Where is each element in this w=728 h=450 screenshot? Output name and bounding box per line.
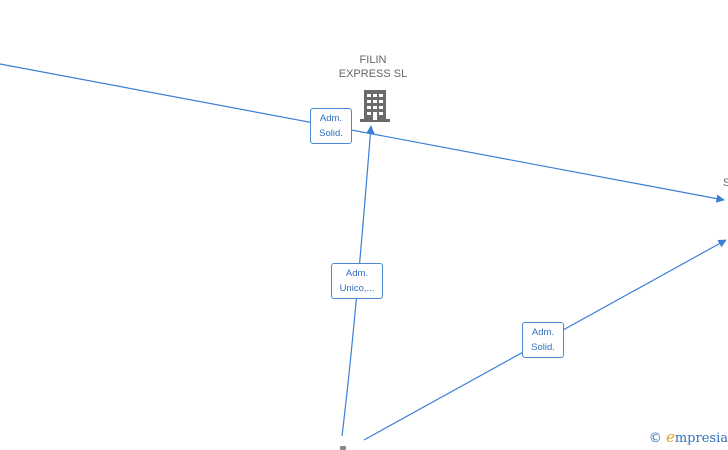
building-icon — [360, 90, 390, 122]
edge-label-3[interactable]: Adm. Solid. — [522, 322, 564, 358]
brand-rest: mpresia — [674, 431, 728, 446]
edge-line-1 — [0, 63, 725, 203]
edge-line-2 — [341, 125, 375, 437]
edge-label-2[interactable]: Adm. Unico,... — [331, 263, 383, 299]
right-node-label[interactable]: S — [723, 177, 728, 189]
copyright-symbol: © — [648, 431, 662, 446]
company-name-label[interactable]: FILIN EXPRESS SL — [338, 54, 408, 80]
bottom-node-fragment — [340, 446, 346, 450]
empresia-logo: © empresia — [649, 428, 728, 446]
brand-initial: e — [665, 428, 675, 446]
edge-label-1[interactable]: Adm. Solid. — [310, 108, 352, 144]
